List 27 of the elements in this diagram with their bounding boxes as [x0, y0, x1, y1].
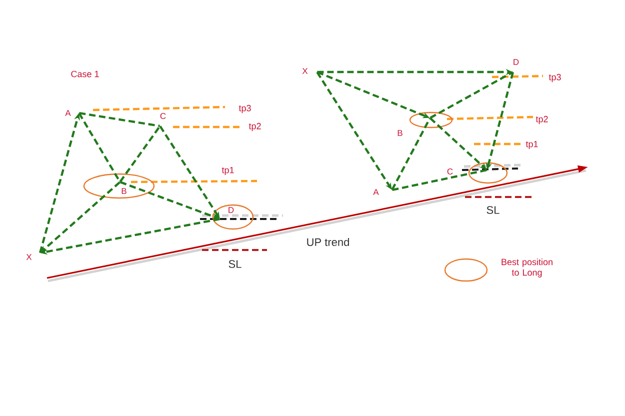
dashed-line	[78, 112, 121, 182]
target-label: tp2	[536, 116, 548, 124]
point-label: C	[160, 113, 166, 119]
dashed-line	[391, 118, 431, 190]
point-label: B	[398, 130, 402, 136]
point-label: C	[447, 168, 453, 174]
trend-label: UP trend	[307, 238, 349, 246]
target-label: tp2	[248, 122, 261, 132]
point-label: B	[122, 188, 126, 194]
dashed-line	[430, 71, 514, 119]
stop-loss-label: SL	[486, 206, 500, 214]
point-label: D	[228, 207, 234, 213]
target-label: tp1	[222, 166, 234, 176]
target-label: tp1	[526, 140, 538, 150]
point-label: X	[302, 68, 308, 74]
point-label: X	[26, 254, 32, 260]
dashed-line	[392, 168, 488, 192]
point-label: A	[373, 189, 379, 195]
case-label: Case 1	[71, 70, 99, 78]
stop-loss-label: SL	[228, 260, 242, 268]
point-label: A	[65, 110, 71, 116]
dashed-line	[119, 126, 161, 182]
target-label: tp3	[238, 104, 251, 114]
dashed-line	[79, 112, 160, 128]
target-label: tp3	[548, 74, 561, 82]
legend-text: Best position to Long	[502, 258, 552, 278]
point-label: D	[514, 59, 519, 65]
